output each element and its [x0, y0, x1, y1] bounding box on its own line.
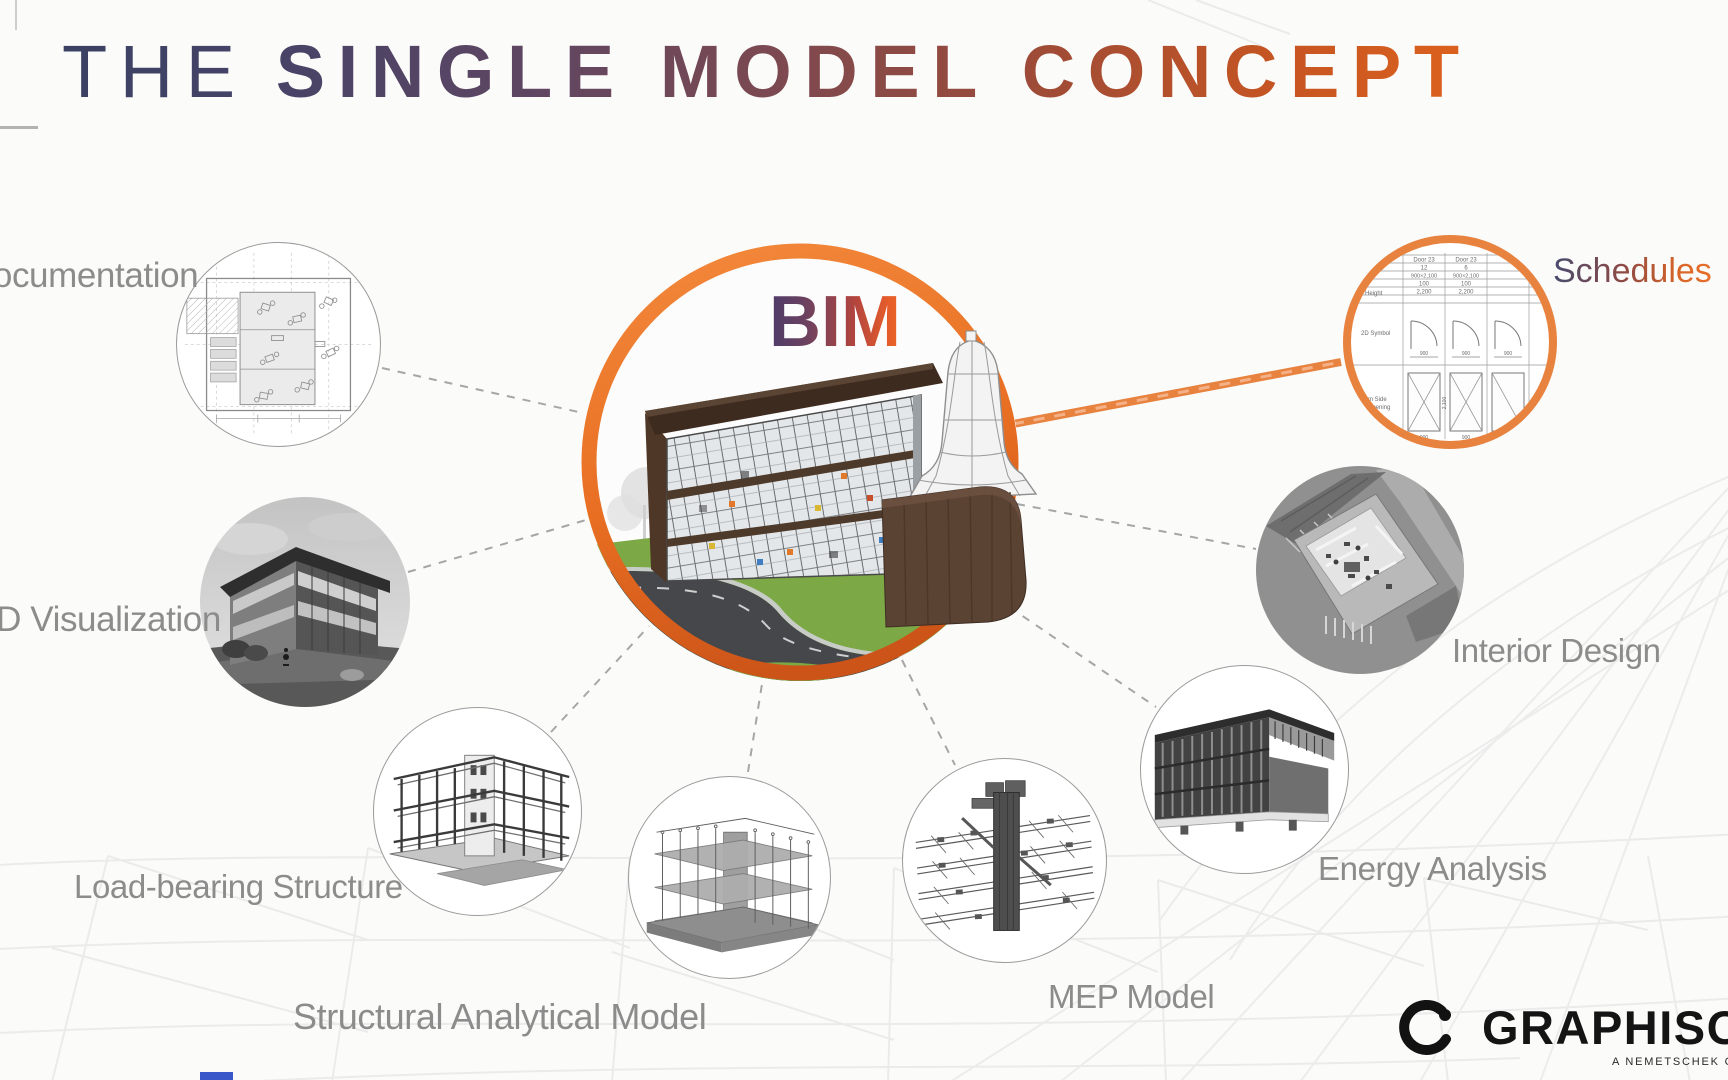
schedule-sill-b: 100: [1461, 282, 1472, 288]
schedule-qty-a: 12: [1421, 266, 1428, 272]
connector-structural: [747, 683, 763, 773]
schedule-dim-c: 900: [1504, 351, 1513, 357]
interior-label: Interior Design: [1452, 632, 1661, 669]
schedules-label: Schedules: [1553, 252, 1712, 290]
energy-thumbnail: [1140, 665, 1349, 874]
connector-documentation: [381, 367, 584, 414]
energy-label: Energy Analysis: [1318, 850, 1547, 887]
schedule-height-b: 2,200: [1458, 290, 1474, 296]
bim-ring: [581, 243, 1019, 681]
documentation-thumbnail: [176, 242, 381, 447]
structural-thumbnail: [628, 776, 831, 979]
schedules-thumbnail: Door 23 Door 23 12 6 900×2,100 900×2,100…: [1343, 235, 1557, 449]
connector-visualization: [407, 519, 587, 573]
schedule-panel-dim: 2,100: [1442, 397, 1448, 410]
schedule-size-b: 900×2,100: [1453, 274, 1479, 280]
schedule-dim-a: 900: [1420, 351, 1429, 357]
mep-thumbnail: [902, 758, 1107, 963]
structural-label: Structural Analytical Model: [293, 996, 707, 1037]
visualization-thumbnail: [200, 497, 410, 707]
visualization-label: 3D Visualization: [0, 600, 221, 639]
schedule-size-a: 900×2,100: [1411, 274, 1437, 280]
connector-mep: [901, 659, 956, 766]
schedule-symbol-label: 2D Symbol: [1361, 331, 1390, 337]
bim-model-overhang: [881, 330, 1038, 628]
schedule-sill-a: 100: [1419, 282, 1430, 288]
schedule-bottom-dim-b: 900: [1462, 435, 1471, 441]
video-progress-fragment: [200, 1072, 233, 1080]
schedule-height-label: Height: [1365, 291, 1383, 297]
bim-label: BIM: [760, 286, 910, 358]
graphisoft-logo-icon: [1399, 1000, 1451, 1055]
interior-thumbnail: [1256, 466, 1464, 674]
connector-interior: [1016, 503, 1257, 550]
load-bearing-label: Load-bearing Structure: [74, 868, 403, 905]
schedule-door-a: Door 23: [1413, 258, 1435, 264]
graphisoft-tagline: A NEMETSCHEK COMPANY: [1612, 1056, 1728, 1068]
schedule-dim-b: 900: [1462, 351, 1471, 357]
schedule-door-b: Door 23: [1455, 258, 1477, 264]
schedule-bottom-dim-a: 900: [1420, 435, 1429, 441]
schedule-note-2: to Opening: [1361, 405, 1390, 411]
mep-label: MEP Model: [1048, 978, 1215, 1015]
schedule-note-1: from Side: [1361, 397, 1387, 403]
load-bearing-thumbnail: [373, 707, 582, 916]
schedule-height-a: 2,200: [1416, 290, 1432, 296]
graphisoft-logo-text: GRAPHISOFT: [1482, 1001, 1728, 1054]
schedule-qty-b: 6: [1464, 266, 1468, 272]
connector-schedules-highlight: [1012, 358, 1342, 428]
documentation-label: Documentation: [0, 256, 199, 295]
